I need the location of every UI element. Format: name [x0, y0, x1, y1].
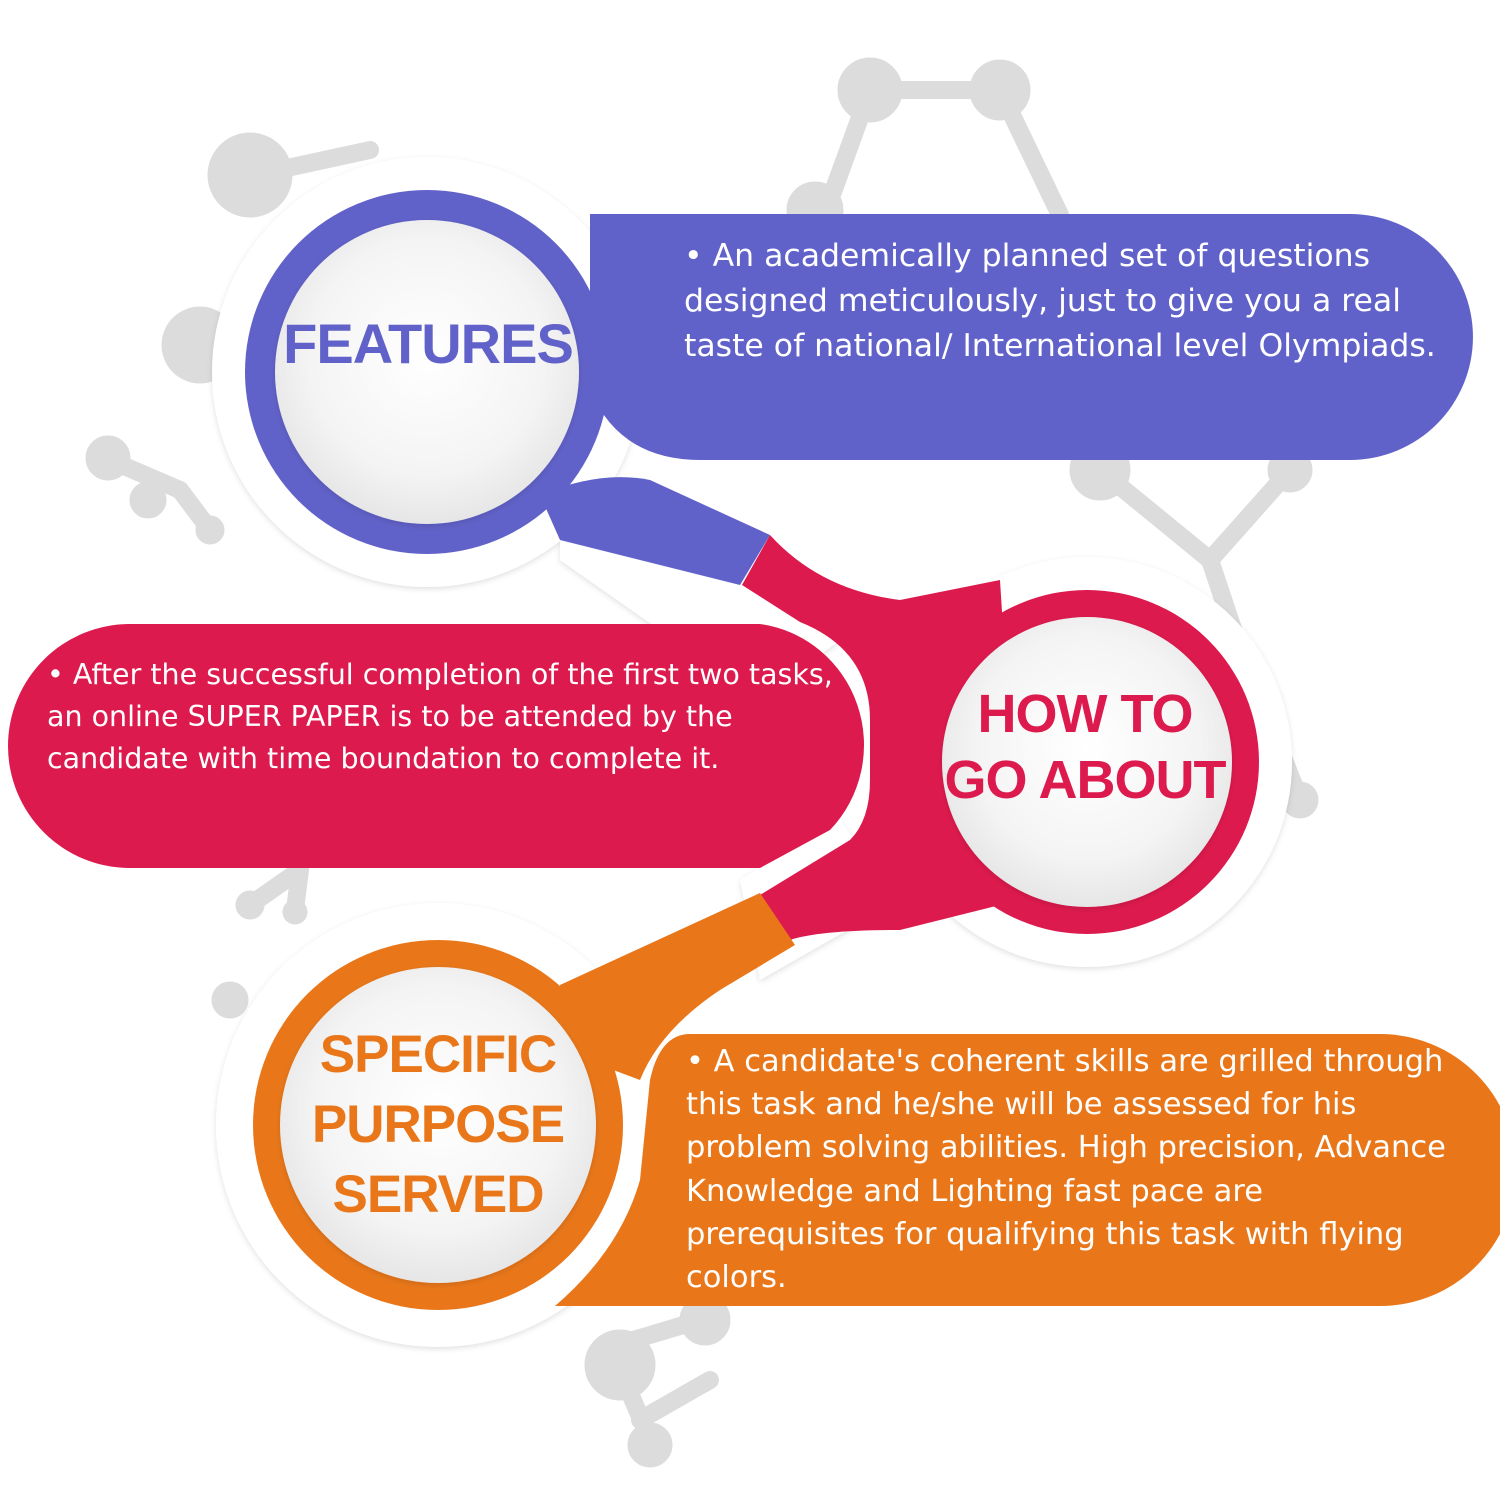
purpose-description: • A candidate's coherent skills are gril…	[686, 1044, 1446, 1296]
how-to-title-line1: HOW TO	[977, 684, 1194, 744]
purpose-title-line1: SPECIFIC	[319, 1025, 557, 1084]
purpose-title-line3: SERVED	[332, 1164, 545, 1224]
lenses	[275, 220, 1232, 1283]
how-to-description: • After the successful completion of the…	[47, 658, 833, 775]
features-description: • An academically planned set of questio…	[684, 238, 1436, 364]
purpose-title-line2: PURPOSE	[311, 1094, 565, 1154]
features-title: FEATURES	[270, 316, 586, 372]
purpose-title: SPECIFIC PURPOSE SERVED	[283, 1020, 593, 1230]
how-to-title: HOW TO GO ABOUT	[930, 682, 1240, 814]
features-title-text: FEATURES	[283, 312, 574, 375]
how-to-title-line2: GO ABOUT	[944, 749, 1227, 810]
